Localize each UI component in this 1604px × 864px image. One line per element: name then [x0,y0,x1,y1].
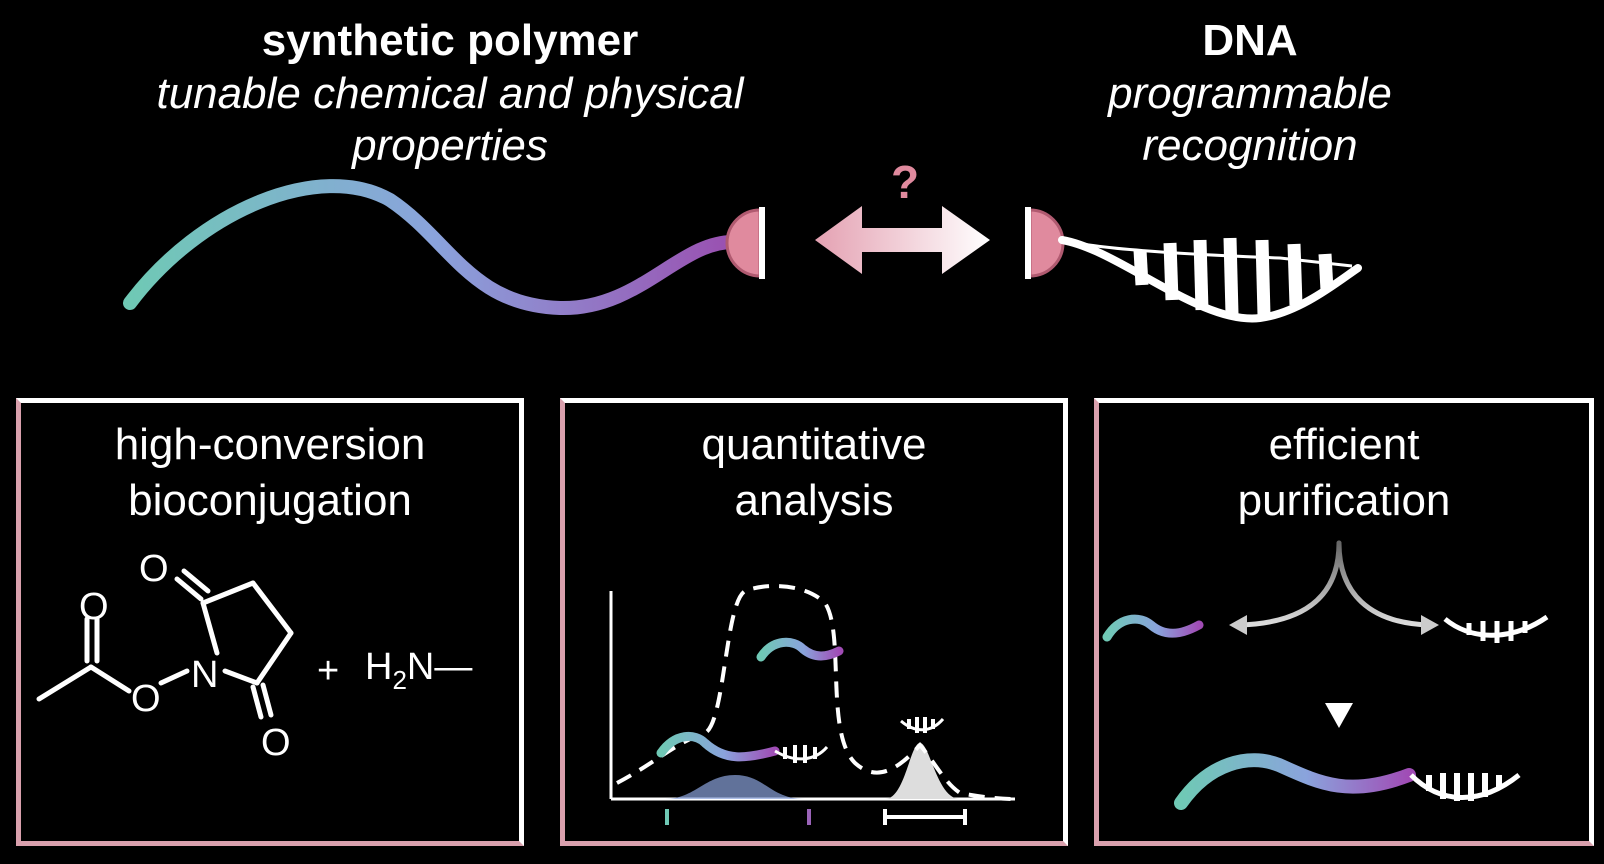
question-mark: ? [891,156,919,208]
dna-header: DNA programmable recognition [1060,16,1440,174]
plot-axes [609,591,1015,801]
purification-title: efficient purification [1237,420,1451,525]
dna-end-group [1028,208,1065,278]
right-arrowhead [1421,615,1439,635]
conjugate-polymer-icon [1174,753,1416,810]
polymer-subtitle-2: properties [352,121,548,170]
polymer-header: synthetic polymer tunable chemical and p… [120,16,780,174]
polymer-end-group [725,208,762,278]
dna-strand-icon [1058,236,1362,323]
purification-panel: efficient purification [1094,398,1594,846]
conjugate-mini-polymer [756,637,844,662]
bioconjugation-panel: high-conversion bioconjugation O O N O O [16,398,524,846]
polymer-subtitle-1: tunable chemical and physical [156,69,744,118]
polymer-title: synthetic polymer [261,16,639,65]
nhs-ester-structure: O O N O O + H2N— [36,548,472,764]
dna-subtitle-2: recognition [1142,121,1358,170]
ester-oxygen: O [131,678,161,720]
analysis-title: quantitative analysis [701,420,927,525]
double-arrow-icon [815,206,990,274]
conjugate-dna-icon [1409,773,1521,801]
left-arrowhead [1229,615,1247,635]
bottom-carbonyl-oxygen: O [261,722,291,764]
plus-sign: + [317,650,339,692]
dna-title: DNA [1202,16,1298,65]
split-arrows-icon [1236,540,1432,716]
free-dna-icon [900,717,945,733]
free-polymer-icon [1102,614,1204,642]
ring-nitrogen: N [191,654,218,696]
bioconjugation-title: high-conversion bioconjugation [114,420,426,525]
polymer-chain [123,179,742,316]
dna-peak [885,743,960,799]
analysis-panel: quantitative analysis [560,398,1068,846]
polymer-range-bar [665,809,811,825]
dna-range-bar [883,809,967,825]
polymer-peak [665,775,805,799]
mixture-mini-polymer [656,732,780,762]
dashed-trace [616,584,1016,801]
dna-subtitle-1: programmable [1108,69,1392,118]
top-carbonyl-oxygen: O [139,548,169,590]
purification-diagram [1102,540,1549,810]
free-dna-strand-icon [1443,614,1549,643]
amine-label: H2N— [365,646,472,695]
down-arrowhead [1325,703,1353,728]
chromatogram-plot [609,584,1016,825]
mini-dna-icon [774,745,829,763]
ketone-oxygen: O [79,586,109,628]
